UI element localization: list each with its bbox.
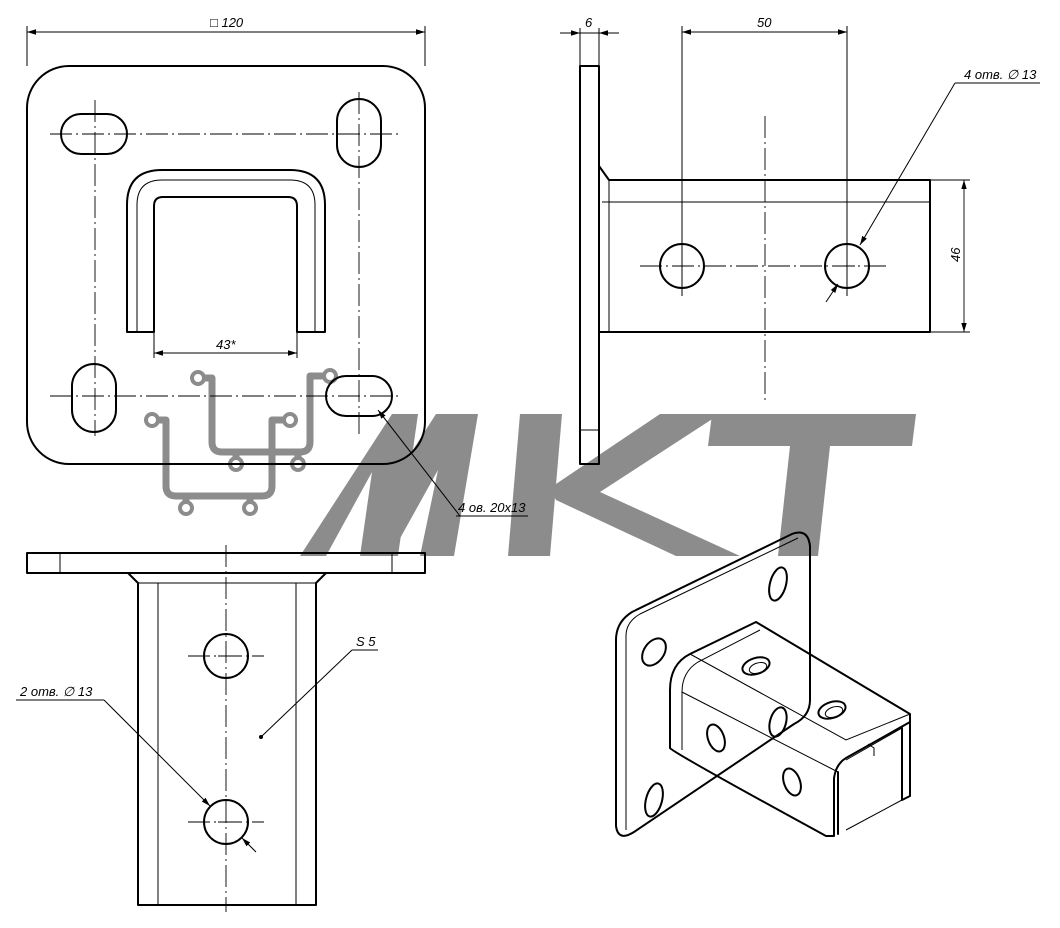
iso-channel <box>669 621 911 837</box>
callout-side-holes: 4 отв. ∅ 13 <box>964 67 1037 82</box>
dim-plate-thickness: 6 <box>585 15 593 30</box>
callout-thickness: S 5 <box>356 634 376 649</box>
side-plate <box>579 65 600 465</box>
dim-channel-inner: 43* <box>216 337 236 352</box>
dim-hole-spacing: 50 <box>757 15 772 30</box>
slot-bottom-left <box>71 363 117 433</box>
iso-plate <box>615 531 811 837</box>
callout-bottom-holes: 2 отв. ∅ 13 <box>19 684 93 699</box>
top-view: 2 отв. ∅ 13 S 5 <box>16 545 426 912</box>
isometric-view <box>615 531 911 837</box>
plate-outline <box>26 65 426 465</box>
side-view: 6 50 46 4 отв. ∅ 13 <box>560 15 1040 465</box>
side-channel <box>598 165 931 333</box>
dim-plate-size: □ 120 <box>210 15 244 30</box>
watermark-bracket-icon <box>144 368 338 516</box>
dim-channel-height: 46 <box>948 247 963 262</box>
plate-front-view: □ 120 43* 4 ов. 20x13 <box>26 15 528 517</box>
channel-section <box>126 169 326 333</box>
watermark-letters <box>300 414 916 556</box>
top-channel <box>127 572 327 906</box>
callout-plate-slots: 4 ов. 20x13 <box>458 500 526 515</box>
